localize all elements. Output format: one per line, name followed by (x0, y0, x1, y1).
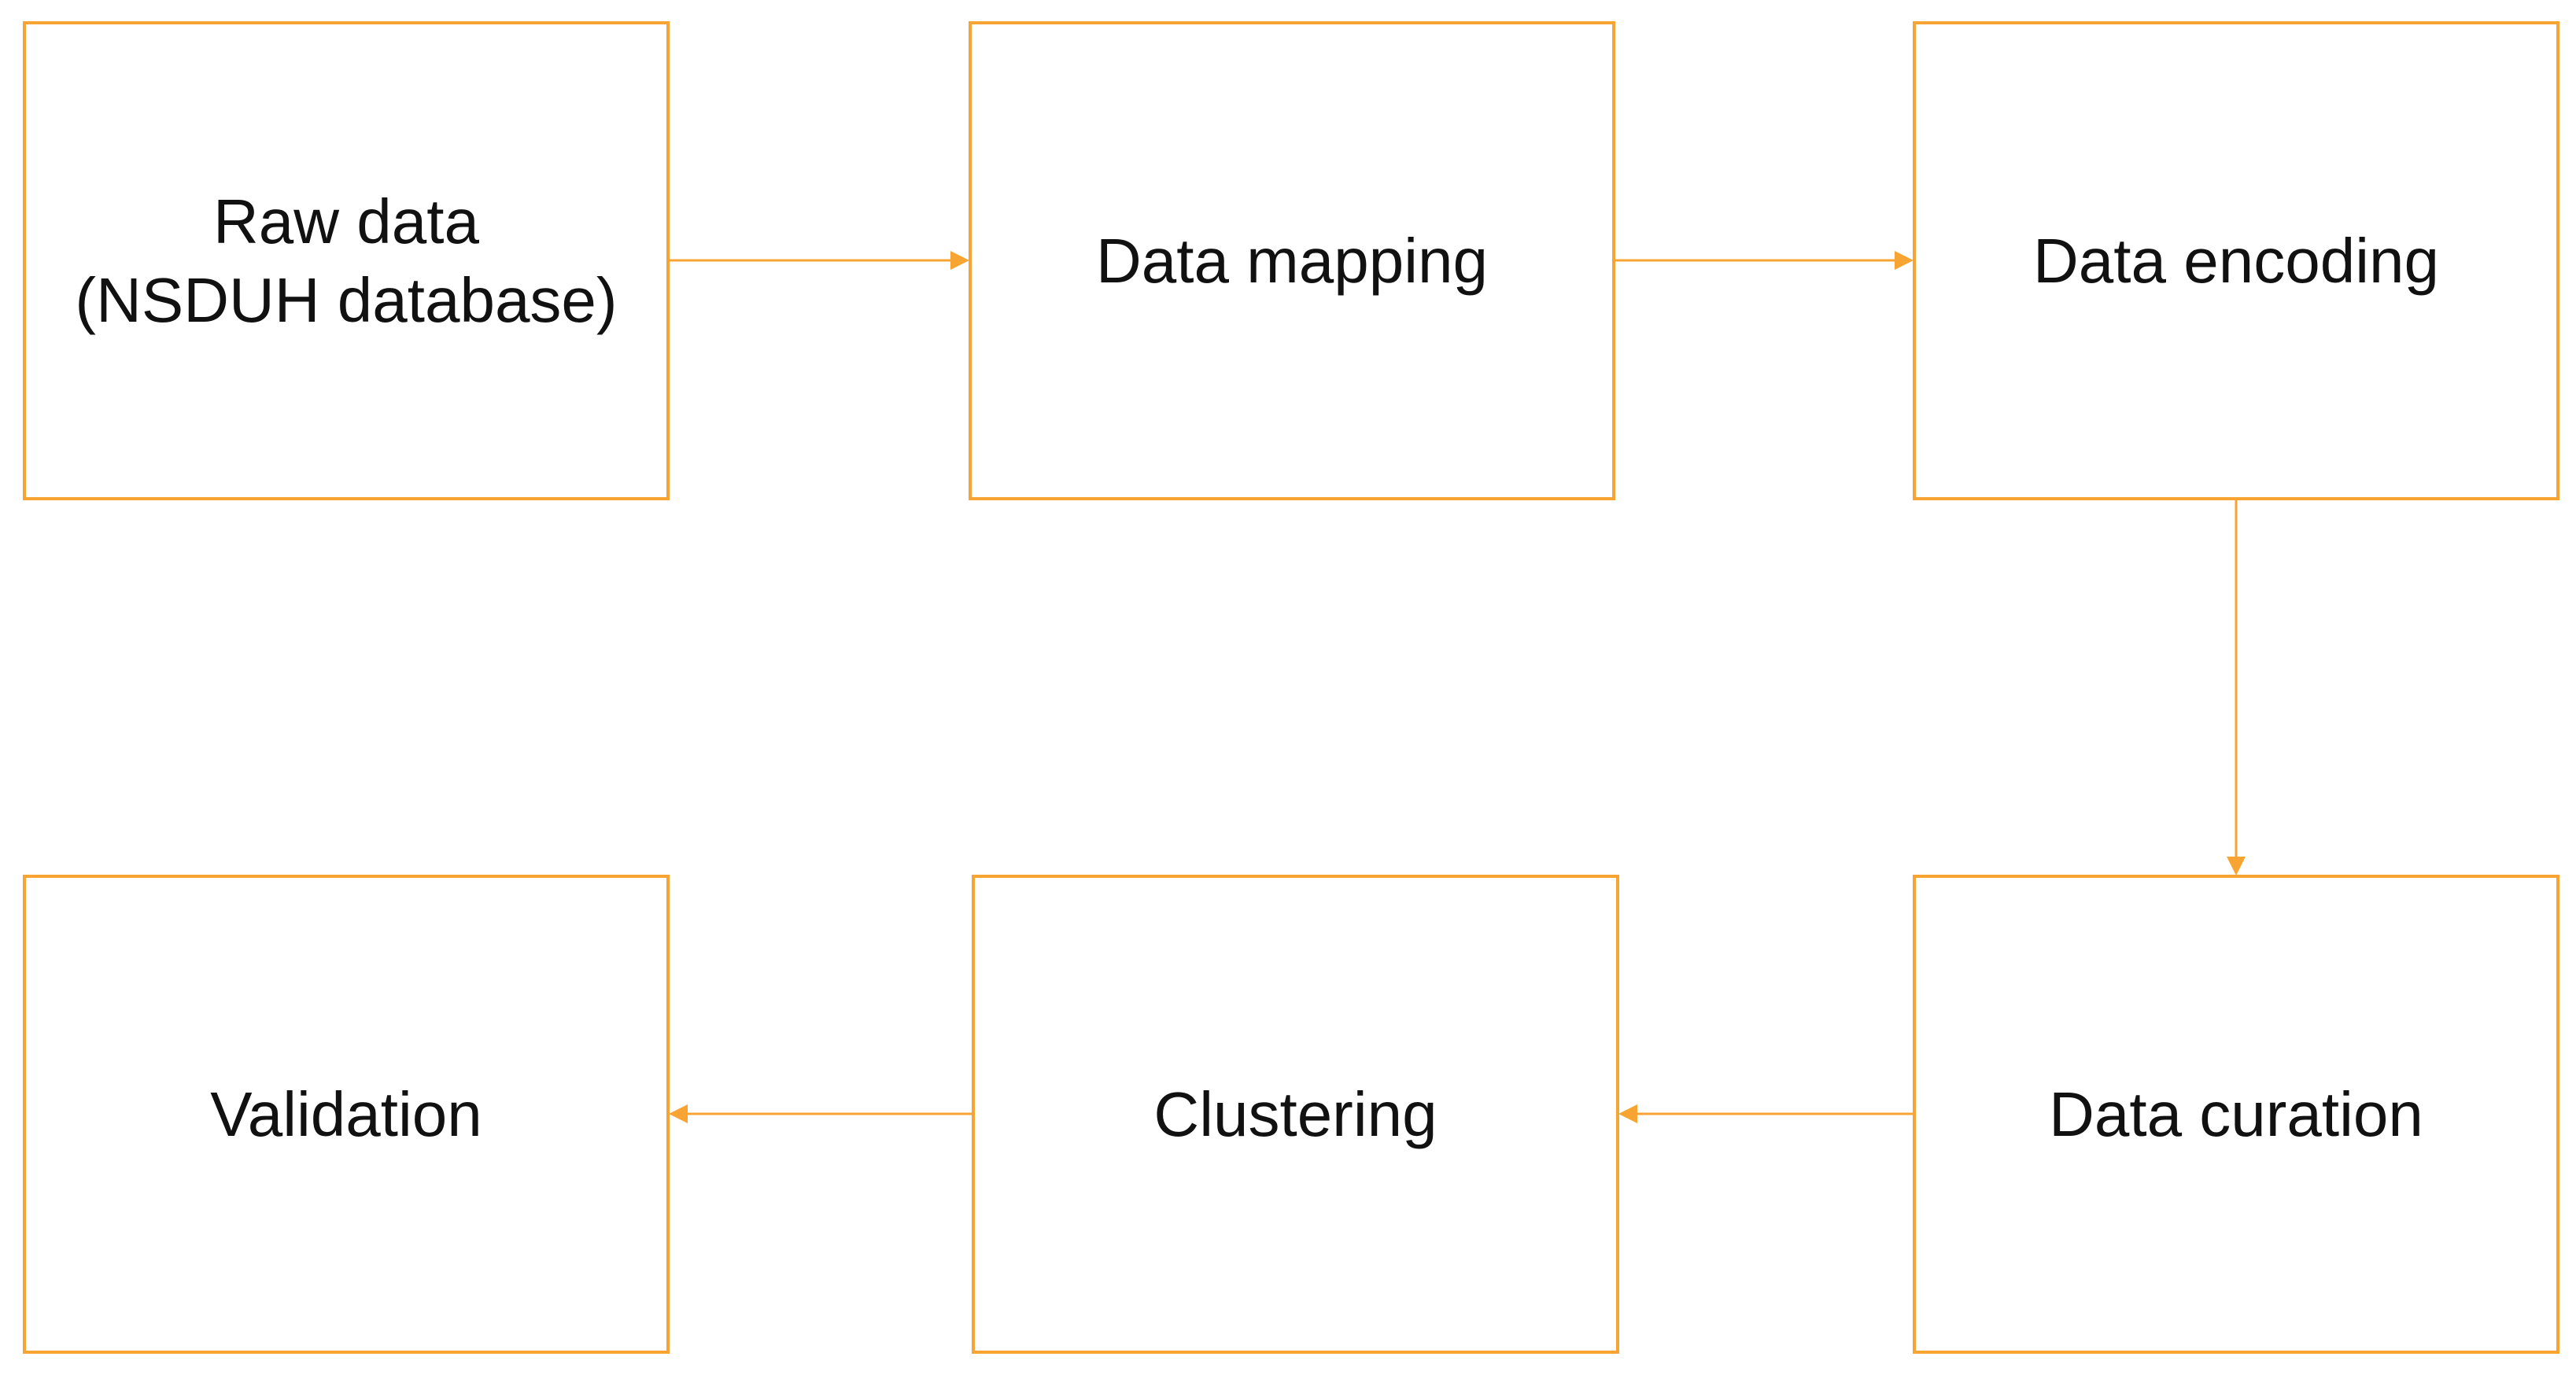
node-raw-data: Raw data (NSDUH database) (23, 21, 670, 500)
node-data-mapping: Data mapping (969, 21, 1615, 500)
node-data-encoding: Data encoding (1913, 21, 2559, 500)
node-clustering: Clustering (972, 875, 1619, 1354)
node-label: Data curation (2049, 1078, 2423, 1149)
node-label: Validation (210, 1078, 482, 1149)
node-label: Raw data (NSDUH database) (75, 186, 618, 335)
node-label: Data mapping (1095, 225, 1489, 296)
node-label: Data encoding (2033, 225, 2439, 296)
node-label: Clustering (1153, 1078, 1437, 1149)
node-data-curation: Data curation (1913, 875, 2559, 1354)
node-validation: Validation (23, 875, 670, 1354)
